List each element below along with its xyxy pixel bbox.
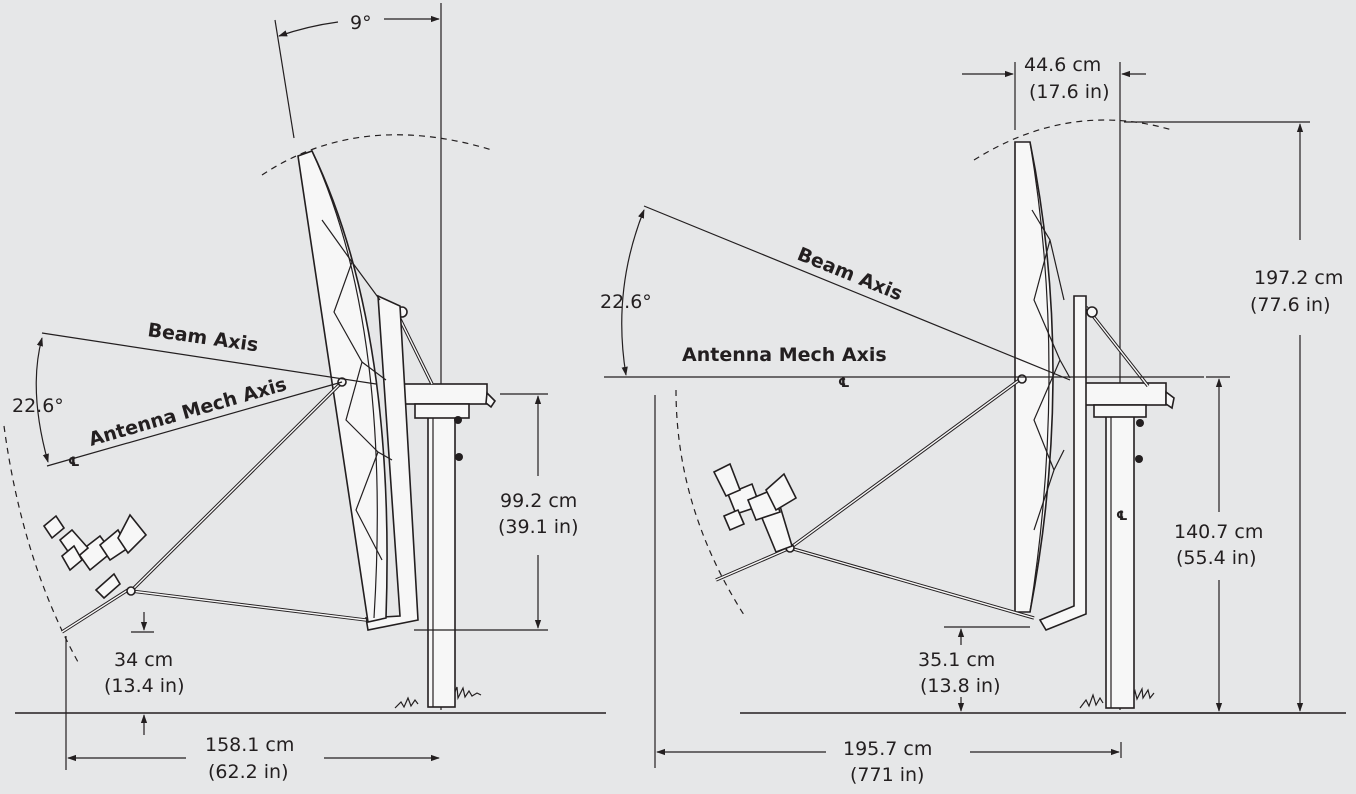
left-centerline-symbol: ℄ — [68, 455, 80, 470]
right-mount-bracket — [1079, 382, 1167, 406]
left-back-frame — [365, 294, 419, 631]
right-angle-arc — [621, 209, 645, 376]
right-swing-arc-bottom — [675, 389, 747, 619]
right-total-height-in: (77.6 in) — [1250, 294, 1331, 316]
right-depth-cm: 44.6 cm — [1024, 54, 1101, 76]
left-tilt-angle-label: 9° — [350, 12, 372, 34]
right-pole-centerline-symbol: ℄ — [1116, 509, 1128, 524]
right-width-cm: 195.7 cm — [843, 738, 932, 760]
left-beam-axis-label: Beam Axis — [146, 319, 259, 356]
left-antenna-view: Beam Axis Antenna Mech Axis ℄ 22.6° 9° 9… — [3, 3, 606, 783]
left-height-cm: 99.2 cm — [500, 490, 577, 512]
left-beam-axis-line — [41, 332, 377, 385]
right-total-height-cm: 197.2 cm — [1254, 267, 1343, 289]
right-pole — [1105, 411, 1135, 709]
right-pivot — [1086, 306, 1098, 318]
left-adjust-knob — [485, 391, 497, 409]
right-back-frame — [1038, 295, 1087, 631]
left-tilt-reference — [274, 19, 295, 139]
right-centerline-symbol: ℄ — [838, 376, 850, 391]
right-swing-arc-top — [973, 119, 1173, 161]
right-mount-clamp — [1093, 404, 1147, 418]
left-mount-clamp — [414, 403, 470, 419]
right-axis-height-in: (55.4 in) — [1176, 547, 1257, 569]
left-swing-arc-bottom — [3, 425, 79, 663]
left-reflector-ribs — [321, 219, 393, 561]
right-width-in: (771 in) — [850, 764, 924, 786]
right-beam-axis-line — [643, 205, 1071, 381]
left-height-in: (39.1 in) — [498, 516, 579, 538]
right-feed-height-in: (13.8 in) — [920, 675, 1001, 697]
right-bolt-2 — [1135, 455, 1143, 463]
right-mech-axis-label: Antenna Mech Axis — [682, 344, 887, 366]
left-feed-pivot — [126, 586, 136, 596]
left-angle-arc — [35, 337, 49, 463]
left-mount-bracket — [396, 383, 488, 405]
right-grass — [1079, 686, 1155, 709]
left-reflector-rim — [311, 150, 378, 619]
left-bolt-1 — [454, 416, 462, 424]
right-feed-height-cm: 35.1 cm — [918, 649, 995, 671]
left-swing-arc-top — [261, 134, 493, 176]
left-bolt-2 — [455, 453, 463, 461]
left-feed-horn — [42, 513, 148, 600]
right-feed-horn — [712, 462, 798, 554]
right-adjust-knob — [1165, 390, 1175, 410]
right-reflector-ribs — [1031, 209, 1071, 531]
right-antenna-view: ℄ Beam Axis Antenna Mech A — [600, 54, 1346, 786]
left-mech-axis-label: Antenna Mech Axis — [86, 373, 289, 451]
right-boom-pivot — [1017, 374, 1027, 384]
right-angle-label: 22.6° — [600, 291, 652, 313]
right-bolt-1 — [1136, 419, 1144, 427]
right-axis-height-cm: 140.7 cm — [1174, 521, 1263, 543]
left-width-cm: 158.1 cm — [205, 734, 294, 756]
left-pole — [427, 404, 456, 708]
left-feed-height-in: (13.4 in) — [104, 675, 185, 697]
left-width-in: (62.2 in) — [208, 761, 289, 783]
right-reflector-rim — [1029, 141, 1050, 613]
right-depth-in: (17.6 in) — [1029, 81, 1110, 103]
left-mech-axis-line — [46, 381, 343, 467]
left-tilt-arrow-left — [278, 21, 339, 37]
left-angle-label: 22.6° — [12, 395, 64, 417]
left-feed-height-cm: 34 cm — [114, 649, 173, 671]
